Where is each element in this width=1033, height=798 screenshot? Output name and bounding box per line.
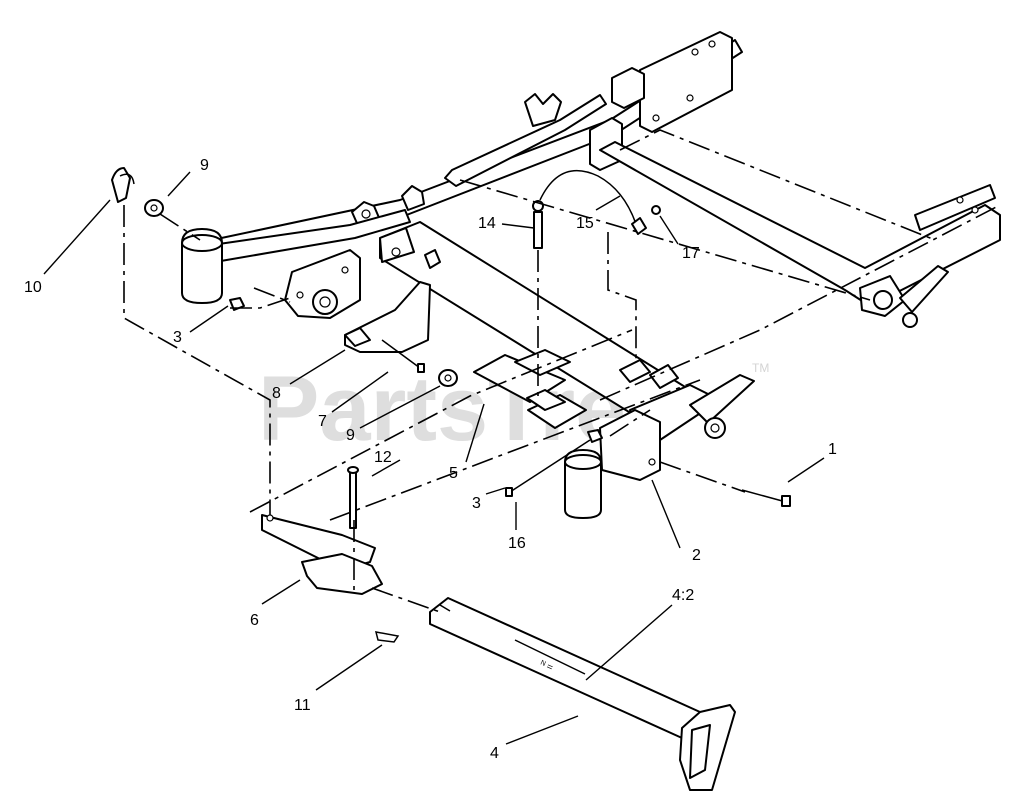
callout-2: 2 bbox=[692, 547, 701, 564]
part-5-plates bbox=[473, 349, 587, 429]
frame-left-arm bbox=[181, 209, 411, 319]
watermark-tm: TM bbox=[752, 361, 769, 375]
frame-rear-bar bbox=[211, 31, 743, 257]
callout-9a: 9 bbox=[200, 157, 209, 174]
part-7-bolt bbox=[381, 339, 425, 373]
part-2-pivot-tube bbox=[564, 409, 661, 519]
part-3-nut-lower bbox=[587, 429, 603, 443]
part-9-washer-upper bbox=[144, 199, 164, 217]
callout-17: 17 bbox=[682, 245, 700, 262]
callout-11: 11 bbox=[294, 697, 311, 714]
part-8-bracket bbox=[344, 281, 431, 353]
callout-7: 7 bbox=[318, 413, 327, 430]
part-11-clip bbox=[374, 631, 400, 643]
part-3-nut-upper bbox=[229, 297, 245, 311]
callout-16: 16 bbox=[508, 535, 526, 552]
callout-5: 5 bbox=[449, 465, 458, 482]
leader-lines bbox=[43, 171, 825, 745]
frame-right-beam bbox=[599, 141, 1001, 328]
callout-15: 15 bbox=[576, 215, 594, 232]
callout-6: 6 bbox=[250, 612, 259, 629]
callout-10: 10 bbox=[24, 279, 42, 296]
assembly-lines bbox=[123, 129, 1001, 613]
part-12-pin bbox=[347, 466, 359, 529]
part-15-cable bbox=[539, 169, 647, 235]
callout-3b: 3 bbox=[472, 495, 481, 512]
part-10-hitch-pin-clip bbox=[111, 167, 135, 203]
callout-1: 1 bbox=[828, 441, 837, 458]
part-16-bolt bbox=[505, 439, 591, 497]
part-14-cable-end bbox=[532, 200, 544, 249]
callout-3a: 3 bbox=[173, 329, 182, 346]
callout-12: 12 bbox=[374, 449, 392, 466]
callout-4: 4 bbox=[490, 745, 499, 762]
part-1-bolt bbox=[741, 489, 791, 507]
part-17-nut bbox=[651, 205, 661, 215]
svg-text:N ⚌: N ⚌ bbox=[539, 659, 554, 671]
callout-8: 8 bbox=[272, 385, 281, 402]
callout-14: 14 bbox=[478, 215, 496, 232]
part-6-hitch-block bbox=[261, 514, 383, 595]
part-9-washer-lower bbox=[438, 369, 458, 387]
callout-4-2: 4:2 bbox=[672, 587, 694, 604]
callout-9b: 9 bbox=[346, 427, 355, 444]
callouts: 1 2 3 3 4 4:2 5 6 7 8 9 9 10 11 12 14 15… bbox=[24, 157, 837, 762]
part-4-push-arm: N ⚌ bbox=[429, 597, 736, 791]
